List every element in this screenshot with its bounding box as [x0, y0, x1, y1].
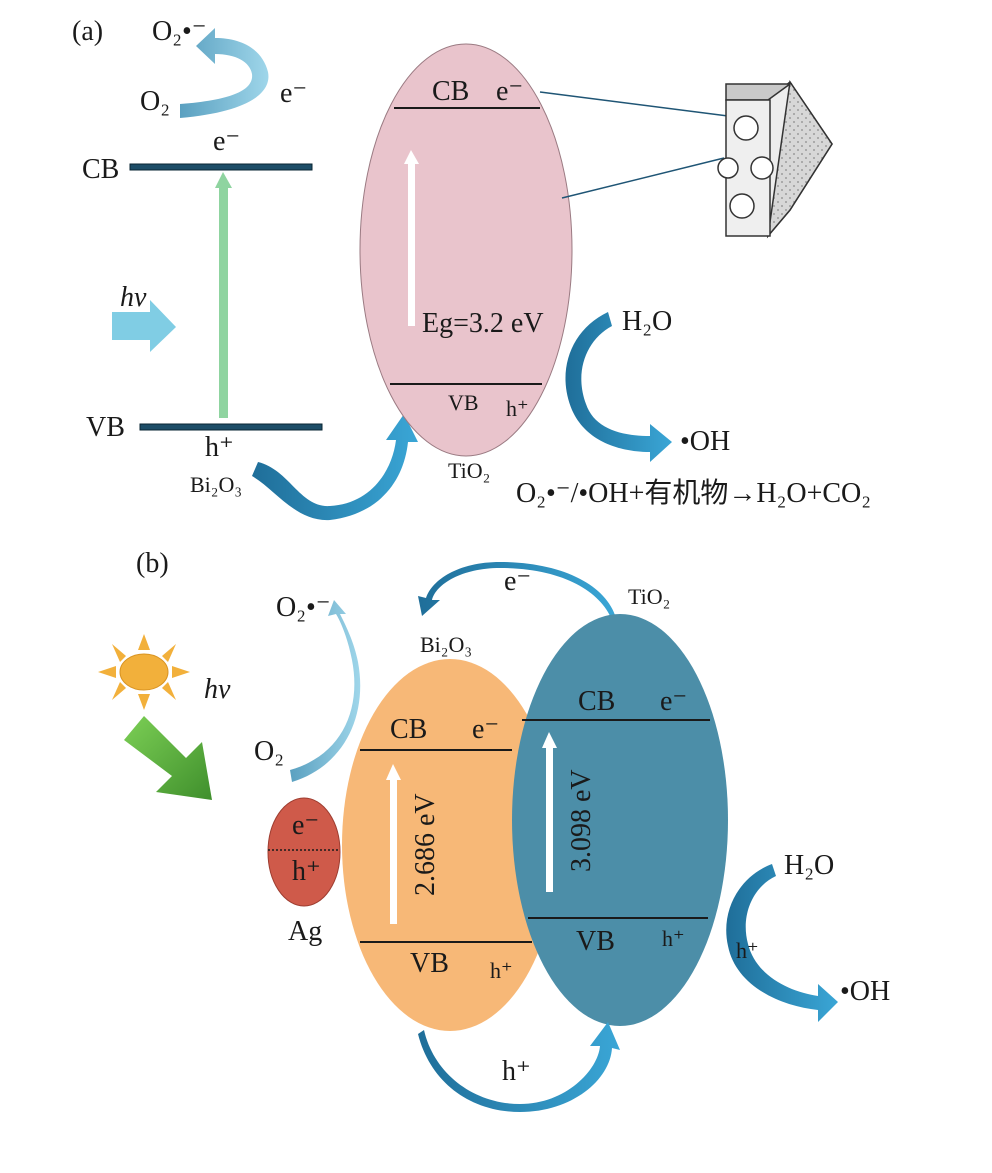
bi2o3-cb-e-b: e⁻	[472, 714, 499, 745]
bi2o3-name-b: Bi₂O₃	[420, 632, 472, 657]
tio2-gap-arrow-b	[542, 732, 557, 892]
oh-label-a: •OH	[680, 426, 730, 457]
electron-cb-label-a: e⁻	[213, 126, 240, 157]
tio2-vb-label-b: VB	[576, 926, 615, 957]
water-oxidation-arrow-a	[565, 312, 672, 462]
bottom-hole-label-b: h⁺	[502, 1056, 531, 1087]
oh-label-b: •OH	[840, 976, 890, 1007]
bi2o3-gap-label: 2.686 eV	[410, 793, 441, 896]
right-hole-label-b: h⁺	[736, 938, 759, 963]
o2-reduction-arrow	[180, 28, 269, 118]
connector-line-top	[539, 91, 729, 117]
bi2o3-cb-label-b: CB	[390, 714, 427, 745]
o2-label-b: O₂	[254, 736, 284, 767]
hole-transfer-arrow-a	[252, 414, 418, 521]
ag-name: Ag	[288, 916, 322, 947]
tio2-name-b: TiO₂	[628, 584, 670, 609]
bi2o3-cb-label: CB	[82, 154, 119, 185]
h2o-label-b: H₂O	[784, 850, 834, 881]
water-oxidation-arrow-b	[726, 864, 838, 1022]
superoxide-label-a: O₂•⁻	[152, 16, 207, 47]
h2o-label-a: H₂O	[622, 306, 672, 337]
tio2-gap-arrow-a	[404, 150, 419, 326]
o2-label-a: O₂	[140, 86, 170, 117]
o2-reduction-arrow-b	[290, 600, 361, 782]
electron-arrow-label-a: e⁻	[280, 78, 307, 109]
excitation-arrow-a	[215, 172, 232, 418]
bi2o3-vb-h-b: h⁺	[490, 958, 513, 983]
tio2-vb-h-b: h⁺	[662, 926, 685, 951]
bi2o3-hole-a: h⁺	[205, 432, 234, 463]
panel-b-tag: (b)	[136, 548, 169, 579]
ag-electron: e⁻	[292, 810, 319, 841]
tio2-particle-b	[512, 614, 728, 1026]
bi2o3-vb-line	[139, 423, 323, 431]
tio2-cb-label-a: CB	[432, 76, 469, 107]
ag-particle	[267, 797, 341, 907]
tio2-vb-h-a: h⁺	[506, 396, 529, 421]
top-electron-label-b: e⁻	[504, 566, 531, 597]
bi2o3-name-a: Bi₂O₃	[190, 472, 242, 497]
panel-a-tag: (a)	[72, 16, 103, 47]
tio2-cb-label-b: CB	[578, 686, 615, 717]
tio2-crystal-icon	[717, 79, 833, 239]
panel-a: (a) O₂•⁻ O₂ e⁻ e⁻ CB VB hv h⁺ Bi₂O₃ CB e…	[72, 16, 871, 521]
bi2o3-vb-label: VB	[86, 412, 125, 443]
tio2-vb-label-a: VB	[448, 390, 479, 415]
tio2-cb-e-a: e⁻	[496, 76, 523, 107]
light-arrow-a	[112, 300, 176, 352]
ag-hole: h⁺	[292, 856, 321, 887]
tio2-gap-label: 3.098 eV	[566, 769, 597, 872]
panel-b: (b) hv O₂•⁻ O₂ e⁻ Bi₂O₃ TiO₂	[98, 548, 890, 1112]
tio2-name-a: TiO₂	[448, 458, 490, 483]
tio2-eg-label-a: Eg=3.2 eV	[422, 308, 544, 339]
light-arrow-b	[124, 716, 212, 800]
connector-line-bottom	[561, 157, 725, 199]
sun-icon	[98, 634, 190, 710]
hv-label-b: hv	[204, 674, 231, 705]
hv-label-a: hv	[120, 282, 147, 313]
tio2-particle-a	[359, 43, 573, 457]
superoxide-label-b: O₂•⁻	[276, 592, 331, 623]
reaction-equation: O₂•⁻/•OH+有机物→H₂O+CO₂	[516, 477, 871, 509]
bi2o3-cb-line	[129, 163, 313, 171]
bi2o3-vb-label-b: VB	[410, 948, 449, 979]
bi2o3-particle-b	[342, 659, 558, 1031]
hole-transfer-arrow-b	[418, 1022, 620, 1112]
bi2o3-gap-arrow-b	[386, 764, 401, 924]
tio2-cb-e-b: e⁻	[660, 686, 687, 717]
electron-transfer-arrow-b	[418, 562, 616, 620]
